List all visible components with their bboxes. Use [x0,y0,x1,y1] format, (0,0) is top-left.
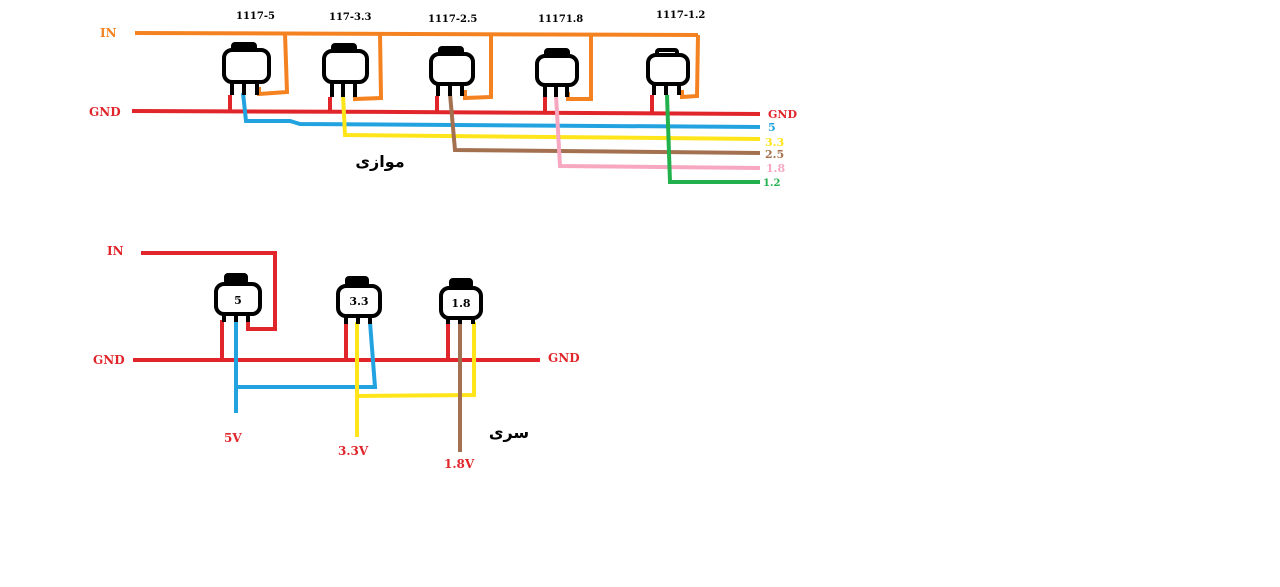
series-regulator-1 [214,273,262,322]
series-out-18v: 1.8V [444,457,475,471]
series-out-5v: 5V [224,431,242,445]
series-circuit: 5 3.3 1.8 IN GND GND 5V 3.3V 1.8V سری [93,244,580,471]
part-label-5: 1117-1.2 [656,10,705,21]
out-33-wire [341,94,761,141]
regulator-2 [322,43,369,97]
series-regulator-3 [439,278,483,324]
regulator-3 [429,46,475,96]
gnd-bus-wire [131,109,761,116]
series-chip-label-1: 5 [234,294,242,307]
series-title: سری [489,423,529,442]
parallel-title: موازی [355,152,404,171]
regulator-5 [646,48,690,95]
series-33v-wire [355,322,476,437]
out-label-12: 1.2 [763,178,780,189]
out-25-wire [448,93,761,155]
regulator-1 [222,42,271,95]
part-label-3: 1117-2.5 [428,14,477,25]
out-label-5: 5 [768,121,776,134]
in-drop-5 [680,34,700,100]
series-in-label: IN [107,244,124,258]
part-label-2: 117-3.3 [329,12,371,23]
out-18-wire [554,94,761,170]
series-out-33v: 3.3V [338,444,369,458]
gnd-label-right: GND [768,108,797,121]
part-label-1: 1117-5 [236,11,275,22]
parallel-circuit: IN GND GND 1117-5 117-3.3 1117-2.5 11171… [89,10,797,189]
gnd-label-left: GND [89,105,121,119]
series-chip-label-2: 3.3 [349,295,368,308]
in-drop-3 [463,34,493,101]
part-label-4: 11171.8 [538,14,583,25]
series-gnd-label-left: GND [93,353,125,367]
regulator-4 [535,48,579,97]
out-label-33: 3.3 [765,136,784,149]
out-label-18: 1.8 [766,162,785,175]
series-5v-wire [234,320,378,413]
series-in-wire [141,251,277,331]
out-label-25: 2.5 [765,148,784,161]
series-gnd-label-right: GND [548,351,580,365]
in-bus-wire [134,31,699,37]
out-12-wire [665,94,760,184]
in-label: IN [100,26,117,40]
series-chip-label-3: 1.8 [451,297,470,310]
series-regulator-2 [336,276,382,324]
